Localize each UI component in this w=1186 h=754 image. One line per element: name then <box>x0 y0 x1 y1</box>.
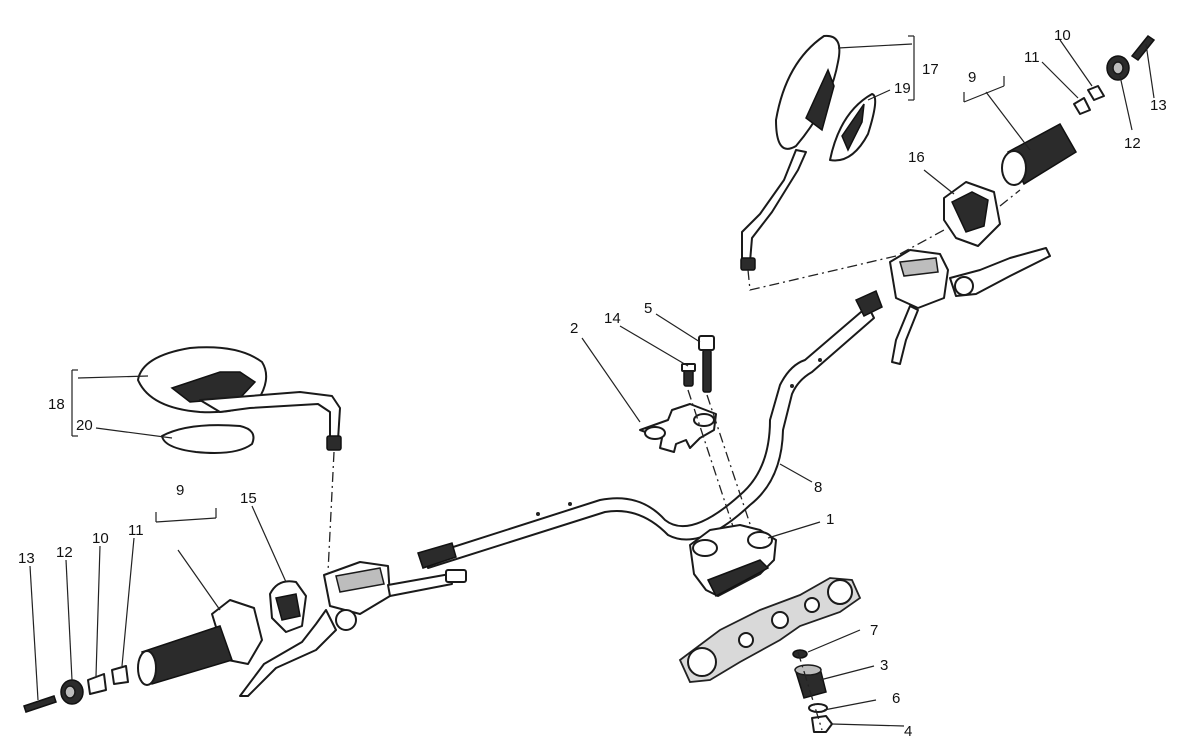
nut <box>811 715 833 733</box>
callout-10-left: 10 <box>92 530 109 547</box>
clamp-bolt-long <box>698 335 715 393</box>
riser-base <box>689 524 777 598</box>
callout-12-left: 12 <box>56 544 73 561</box>
callout-3: 3 <box>880 657 888 674</box>
right-grip-insert <box>1073 97 1091 115</box>
callout-20: 20 <box>76 417 93 434</box>
callout-13-left: 13 <box>18 550 35 567</box>
callout-9-left: 9 <box>176 482 184 499</box>
right-mirror <box>740 34 841 271</box>
callout-18: 18 <box>48 396 65 413</box>
callout-11-left: 11 <box>128 522 144 539</box>
callout-labels: 1 2 3 4 5 6 7 8 9 9 10 10 11 11 12 12 13… <box>18 27 1167 740</box>
right-switch <box>943 181 1001 247</box>
callout-10-right: 10 <box>1054 27 1071 44</box>
right-lever <box>949 247 1051 297</box>
callout-9-right: 9 <box>968 69 976 86</box>
upper-clamp <box>639 403 717 453</box>
callout-15: 15 <box>240 490 257 507</box>
left-grip-insert <box>111 665 129 685</box>
callout-2: 2 <box>570 320 578 337</box>
clamp-bolt-short <box>681 363 696 387</box>
left-bar-end-weight <box>60 679 84 705</box>
callout-4: 4 <box>904 723 912 740</box>
right-bar-end-weight <box>1106 55 1130 81</box>
left-mirror <box>137 346 342 451</box>
callout-19: 19 <box>894 80 911 97</box>
callout-16: 16 <box>908 149 925 166</box>
leader-lines <box>29 35 1155 727</box>
left-switch <box>269 580 307 633</box>
callout-11-right: 11 <box>1024 49 1040 66</box>
left-bar-end-spacer <box>87 673 107 695</box>
left-mirror-cover <box>161 424 255 454</box>
rubber-bush <box>794 664 827 699</box>
left-grip <box>137 625 233 686</box>
left-master-cylinder <box>323 561 467 615</box>
callout-13-right: 13 <box>1150 97 1167 114</box>
right-grip <box>1001 122 1078 186</box>
triple-clamp <box>678 577 862 683</box>
left-bar-end-screw <box>23 695 57 713</box>
callout-17: 17 <box>922 61 939 78</box>
right-master-cylinder <box>889 249 949 365</box>
left-lever <box>239 609 357 697</box>
right-bar-end-spacer <box>1087 85 1105 101</box>
handlebar <box>417 289 883 569</box>
right-mirror-cover <box>829 93 877 162</box>
washer-bottom <box>808 703 828 713</box>
callout-7: 7 <box>870 622 878 639</box>
callout-12-right: 12 <box>1124 135 1141 152</box>
callout-5: 5 <box>644 300 652 317</box>
callout-14: 14 <box>604 310 621 327</box>
right-bar-end-screw <box>1130 34 1156 62</box>
callout-6: 6 <box>892 690 900 707</box>
callout-1: 1 <box>826 511 834 528</box>
callout-8: 8 <box>814 479 822 496</box>
